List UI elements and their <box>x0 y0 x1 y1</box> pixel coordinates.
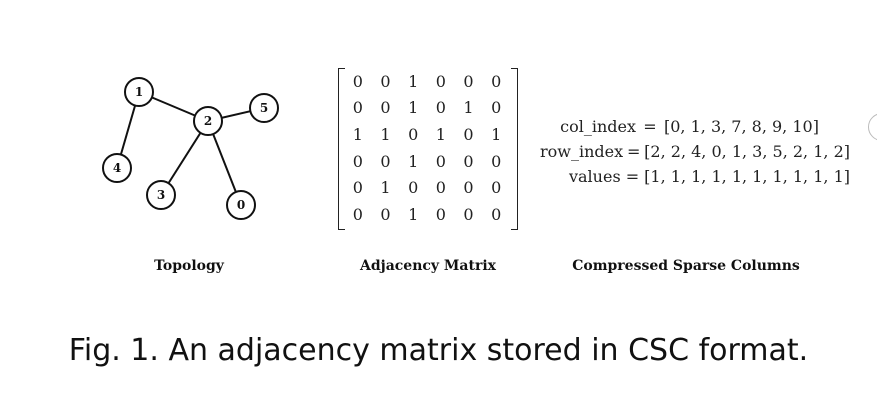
matrix-cell: 0 <box>408 178 419 198</box>
csc-label: Compressed Sparse Columns <box>572 258 800 274</box>
matrix-cell: 0 <box>435 98 446 118</box>
matrix-right-bracket <box>511 68 518 230</box>
matrix-cell: 0 <box>491 98 502 118</box>
matrix-cell: 0 <box>491 71 502 91</box>
matrix-left-bracket <box>338 68 345 230</box>
node-label: 5 <box>260 101 268 115</box>
matrix-cell: 0 <box>435 205 446 225</box>
matrix-cell: 0 <box>491 205 502 225</box>
csc-row-row-index: row_index = [2, 2, 4, 0, 1, 3, 5, 2, 1, … <box>540 139 850 164</box>
node-label: 1 <box>135 85 143 99</box>
matrix-cell: 1 <box>380 125 391 145</box>
matrix-cell: 0 <box>435 151 446 171</box>
csc-array-name: col_index <box>560 117 636 136</box>
csc-equals: = <box>625 167 640 186</box>
figure-caption: Fig. 1. An adjacency matrix stored in CS… <box>68 333 809 368</box>
matrix-cell: 1 <box>408 71 419 91</box>
csc-row-col-index: col_index = [0, 1, 3, 7, 8, 9, 10] <box>540 114 850 139</box>
graph-edges <box>116 91 265 206</box>
csc-row-values: values = [1, 1, 1, 1, 1, 1, 1, 1, 1, 1] <box>540 164 850 189</box>
matrix-cell: 0 <box>352 71 363 91</box>
matrix-cell: 0 <box>435 71 446 91</box>
graph-node-2: 2 <box>193 106 223 136</box>
topology-graph: 1 2 5 4 3 0 <box>102 77 279 220</box>
matrix-cell: 0 <box>491 178 502 198</box>
csc-equals: = <box>626 142 641 161</box>
matrix-cell: 0 <box>463 71 474 91</box>
node-label: 4 <box>113 161 121 175</box>
matrix-cell: 1 <box>352 125 363 145</box>
matrix-cell: 0 <box>408 125 419 145</box>
matrix-cell: 0 <box>380 205 391 225</box>
matrix-cell: 0 <box>463 178 474 198</box>
csc-array-name: row_index <box>540 142 624 161</box>
matrix-grid: 0 0 1 0 0 0 0 0 1 0 1 0 1 1 0 1 0 1 0 0 … <box>344 68 510 228</box>
graph-node-5: 5 <box>249 93 279 123</box>
csc-equals: = <box>643 117 657 136</box>
node-label: 2 <box>204 114 212 128</box>
csc-array-value: [2, 2, 4, 0, 1, 3, 5, 2, 1, 2] <box>644 142 850 161</box>
node-label: 3 <box>157 188 165 202</box>
matrix-cell: 0 <box>352 178 363 198</box>
matrix-cell: 0 <box>352 205 363 225</box>
adjacency-matrix: 0 0 1 0 0 0 0 0 1 0 1 0 1 1 0 1 0 1 0 0 … <box>338 68 518 230</box>
graph-node-4: 4 <box>102 153 132 183</box>
csc-array-value: [0, 1, 3, 7, 8, 9, 10] <box>664 117 819 136</box>
matrix-label: Adjacency Matrix <box>359 258 497 274</box>
edge-2-0 <box>207 120 242 206</box>
matrix-cell: 0 <box>352 151 363 171</box>
graph-node-1: 1 <box>124 77 154 107</box>
matrix-cell: 0 <box>463 205 474 225</box>
matrix-cell: 1 <box>408 205 419 225</box>
node-label: 0 <box>237 198 245 212</box>
partial-circle-decoration <box>868 113 877 141</box>
matrix-cell: 0 <box>380 151 391 171</box>
graph-node-3: 3 <box>146 180 176 210</box>
matrix-cell: 1 <box>380 178 391 198</box>
matrix-cell: 0 <box>463 151 474 171</box>
matrix-cell: 0 <box>435 178 446 198</box>
csc-arrays: col_index = [0, 1, 3, 7, 8, 9, 10] row_i… <box>540 114 850 189</box>
matrix-cell: 0 <box>491 151 502 171</box>
matrix-cell: 1 <box>435 125 446 145</box>
matrix-cell: 0 <box>380 98 391 118</box>
matrix-cell: 0 <box>380 71 391 91</box>
matrix-cell: 1 <box>463 98 474 118</box>
csc-array-value: [1, 1, 1, 1, 1, 1, 1, 1, 1, 1] <box>644 167 850 186</box>
matrix-cell: 1 <box>408 151 419 171</box>
topology-label: Topology <box>154 258 224 274</box>
matrix-cell: 1 <box>408 98 419 118</box>
matrix-cell: 1 <box>491 125 502 145</box>
graph-node-0: 0 <box>226 190 256 220</box>
matrix-cell: 0 <box>463 125 474 145</box>
csc-array-name: values <box>568 167 621 186</box>
matrix-cell: 0 <box>352 98 363 118</box>
